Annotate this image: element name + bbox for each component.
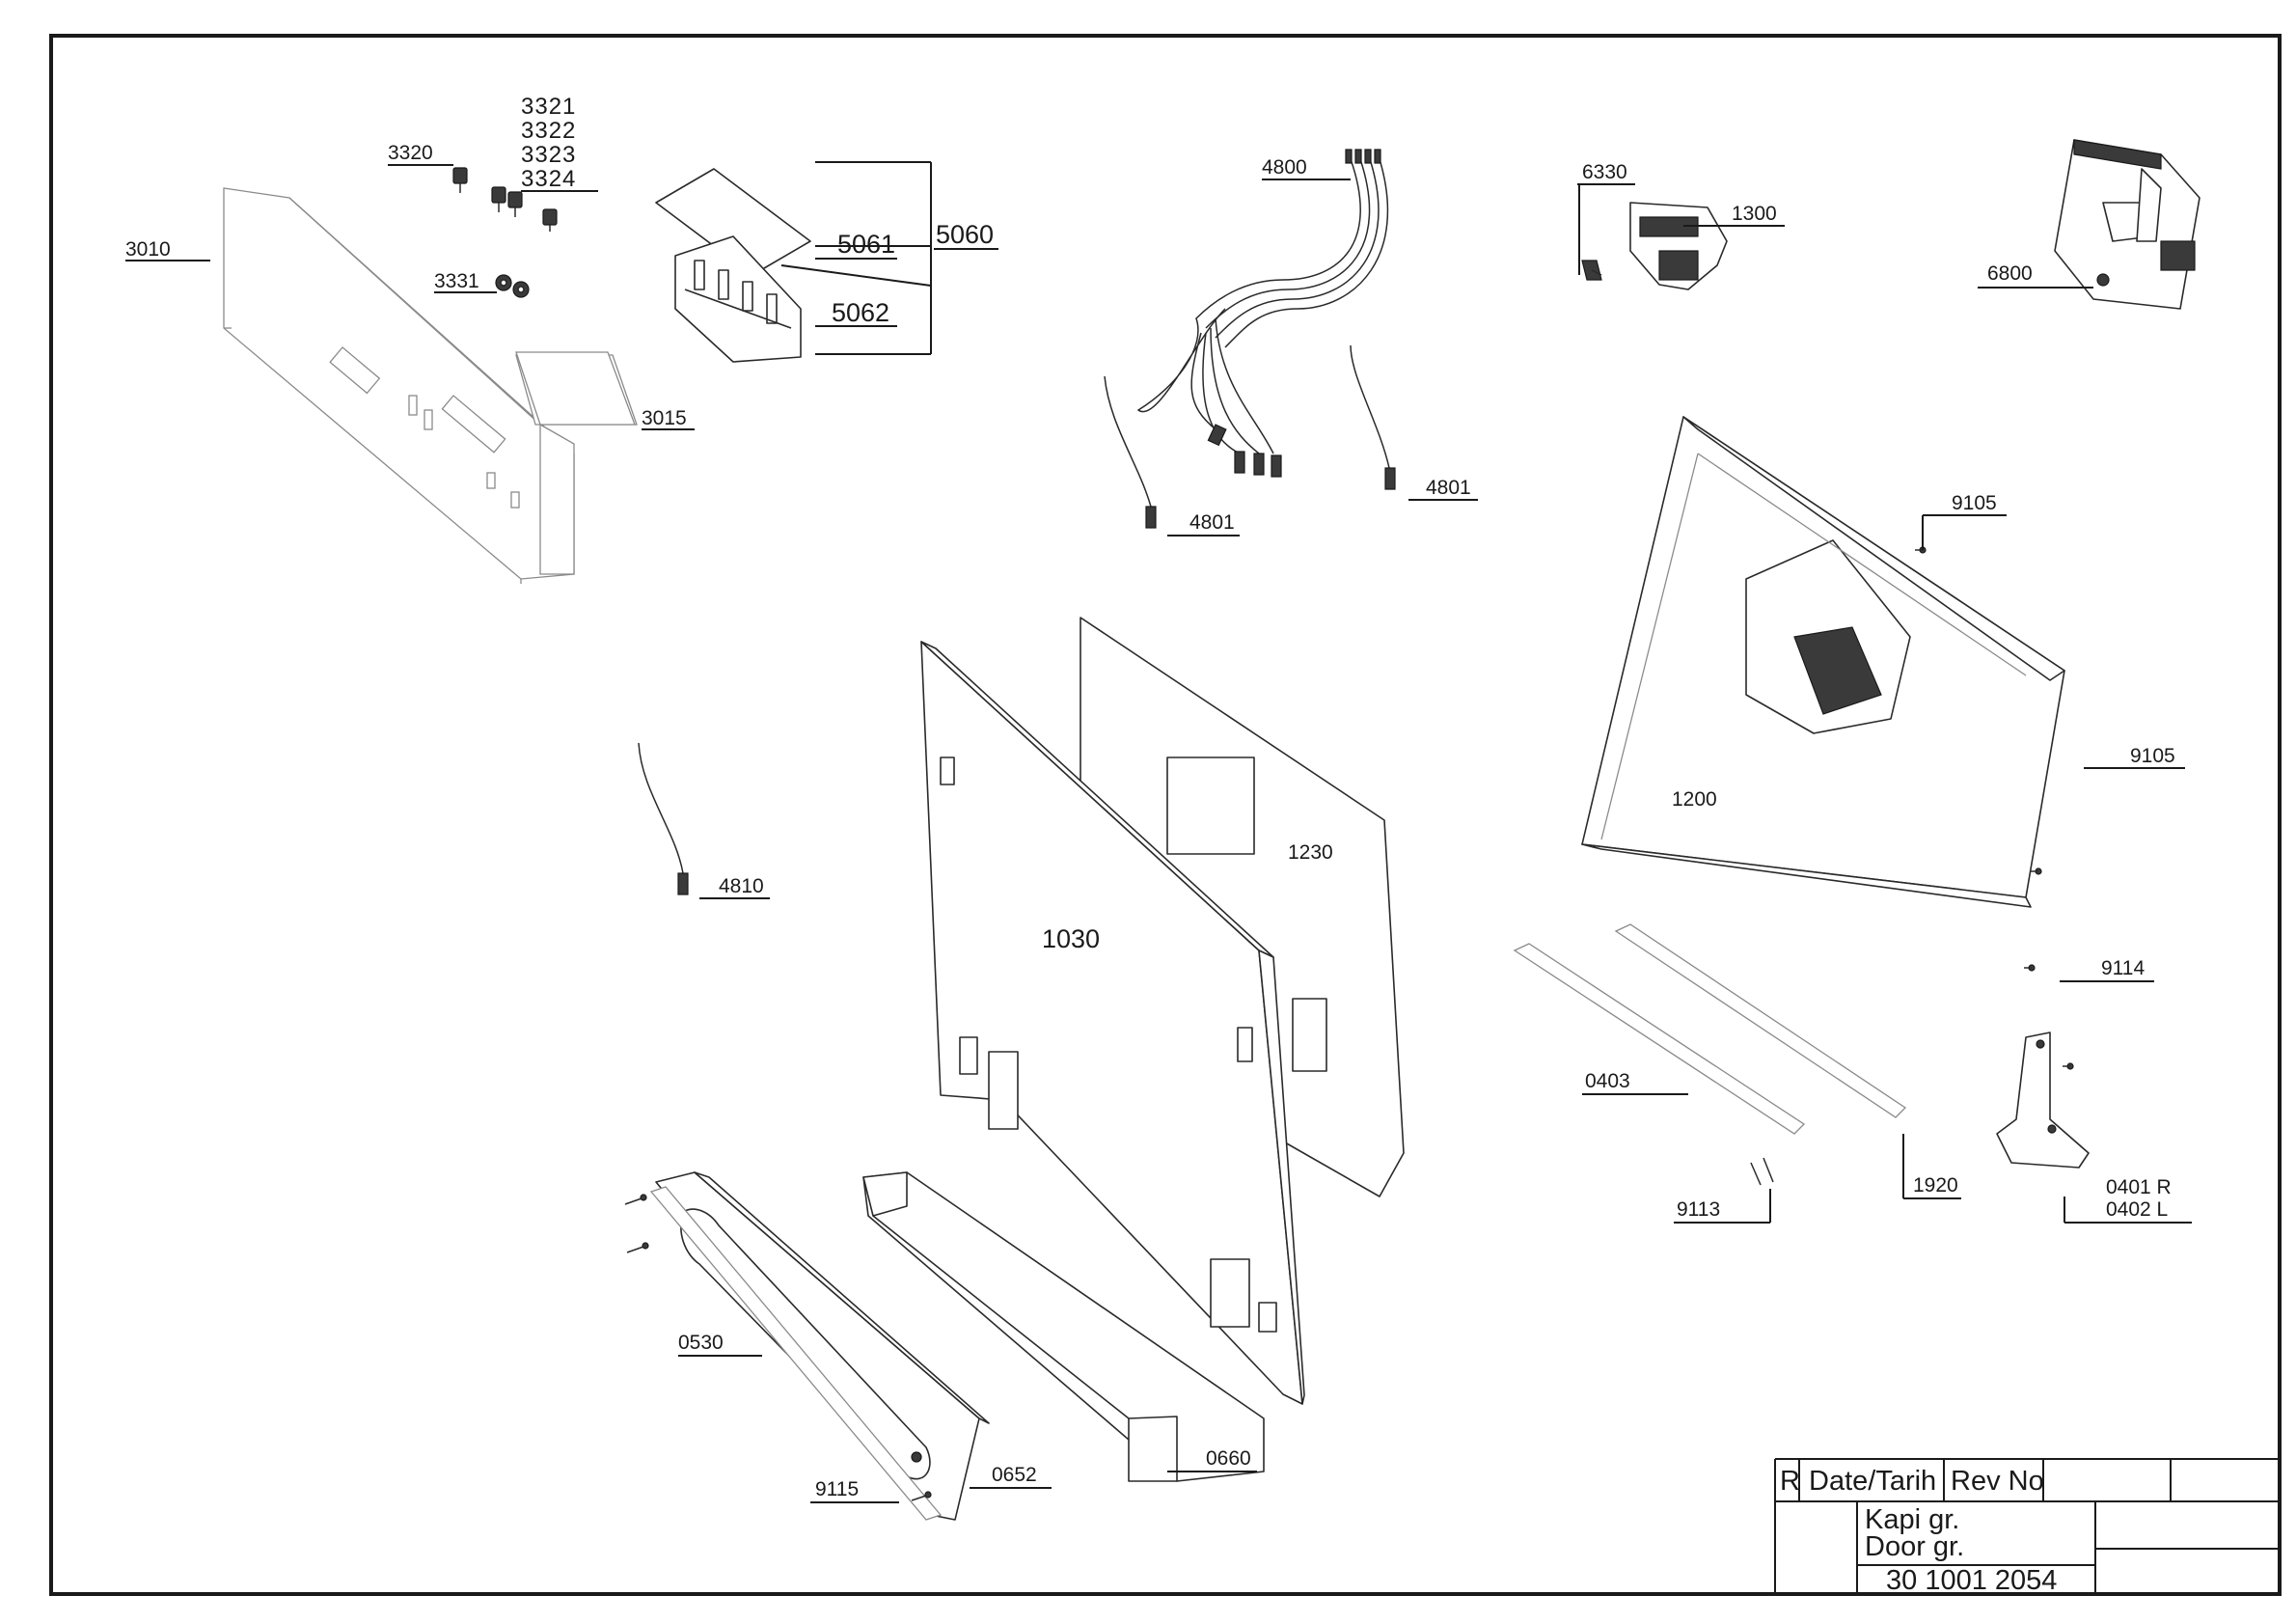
outer-door-part: [920, 641, 1327, 1405]
wire-4801-left-part: [1104, 375, 1152, 508]
label-0403: 0403: [1585, 1070, 1630, 1092]
cable-harness-part: [1136, 149, 1389, 478]
bottom-strip-1920-part: [1614, 923, 1907, 1118]
label-1230: 1230: [1288, 841, 1333, 864]
label-9113: 9113: [1677, 1198, 1720, 1221]
bottom-strip-0403-part: [1513, 943, 1806, 1135]
screws-9115-part: [624, 1194, 932, 1501]
label-3323: 3323: [521, 142, 576, 168]
label-4810: 4810: [719, 875, 764, 897]
label-9114: 9114: [2101, 957, 2145, 979]
label-5062: 5062: [832, 298, 889, 327]
knob-pair-part: [495, 274, 530, 298]
label-6330: 6330: [1582, 161, 1627, 183]
decor-strip-part: [515, 351, 636, 426]
drawing-frame: [49, 34, 2282, 1596]
button-caps-part: [452, 167, 558, 232]
label-0530: 0530: [678, 1332, 724, 1354]
label-3331: 3331: [434, 270, 479, 292]
inner-door-part: [1581, 416, 2065, 908]
title-block: R Date/Tarih Rev No Kapi gr. Door gr. 30…: [1774, 1458, 2280, 1596]
plinth-part: [862, 1171, 1265, 1482]
wire-4810-part: [638, 742, 684, 874]
label-3015: 3015: [642, 407, 687, 429]
label-0652: 0652: [992, 1464, 1037, 1486]
label-3322: 3322: [521, 118, 576, 144]
label-5060: 5060: [936, 220, 994, 249]
detergent-dispenser-part: [2054, 139, 2200, 310]
title-block-name-en: Door gr.: [1865, 1531, 1964, 1562]
door-lock-part: [1581, 202, 1728, 290]
label-1300: 1300: [1732, 203, 1777, 225]
label-6800: 6800: [1987, 262, 2033, 285]
label-0401-r: 0401 R: [2106, 1176, 2172, 1198]
hinge-part: [1996, 1032, 2090, 1169]
label-5061: 5061: [837, 230, 895, 259]
label-9115: 9115: [815, 1478, 859, 1500]
electronic-board-part: [655, 168, 811, 363]
title-block-r: R: [1780, 1466, 1800, 1497]
label-0402-l: 0402 L: [2106, 1198, 2168, 1221]
label-3010: 3010: [125, 238, 171, 261]
label-3321: 3321: [521, 94, 576, 120]
title-block-date: Date/Tarih: [1809, 1466, 1936, 1497]
title-block-name-tr: Kapi gr.: [1865, 1504, 1959, 1535]
label-9105-right: 9105: [2130, 745, 2175, 767]
label-3320: 3320: [388, 142, 433, 164]
title-block-rev: Rev No: [1951, 1466, 2044, 1497]
title-block-number: 30 1001 2054: [1886, 1565, 2057, 1596]
label-4800: 4800: [1262, 156, 1307, 179]
label-3324: 3324: [521, 166, 576, 192]
pins-9113-part: [1750, 1157, 1774, 1186]
bracket-5060: [780, 161, 932, 355]
label-0660: 0660: [1206, 1447, 1251, 1470]
label-1030: 1030: [1042, 924, 1100, 953]
label-1200: 1200: [1672, 788, 1717, 811]
wire-4801-right-part: [1350, 344, 1390, 469]
label-4801-right: 4801: [1426, 477, 1471, 499]
handle-frame-part: [649, 1186, 943, 1521]
label-9105-top: 9105: [1952, 492, 1997, 514]
label-4801-left: 4801: [1189, 511, 1235, 534]
label-1920: 1920: [1913, 1174, 1958, 1197]
labels: 3010 3015 3320 3321 3322 3323 3324 3331 …: [125, 94, 2192, 1503]
